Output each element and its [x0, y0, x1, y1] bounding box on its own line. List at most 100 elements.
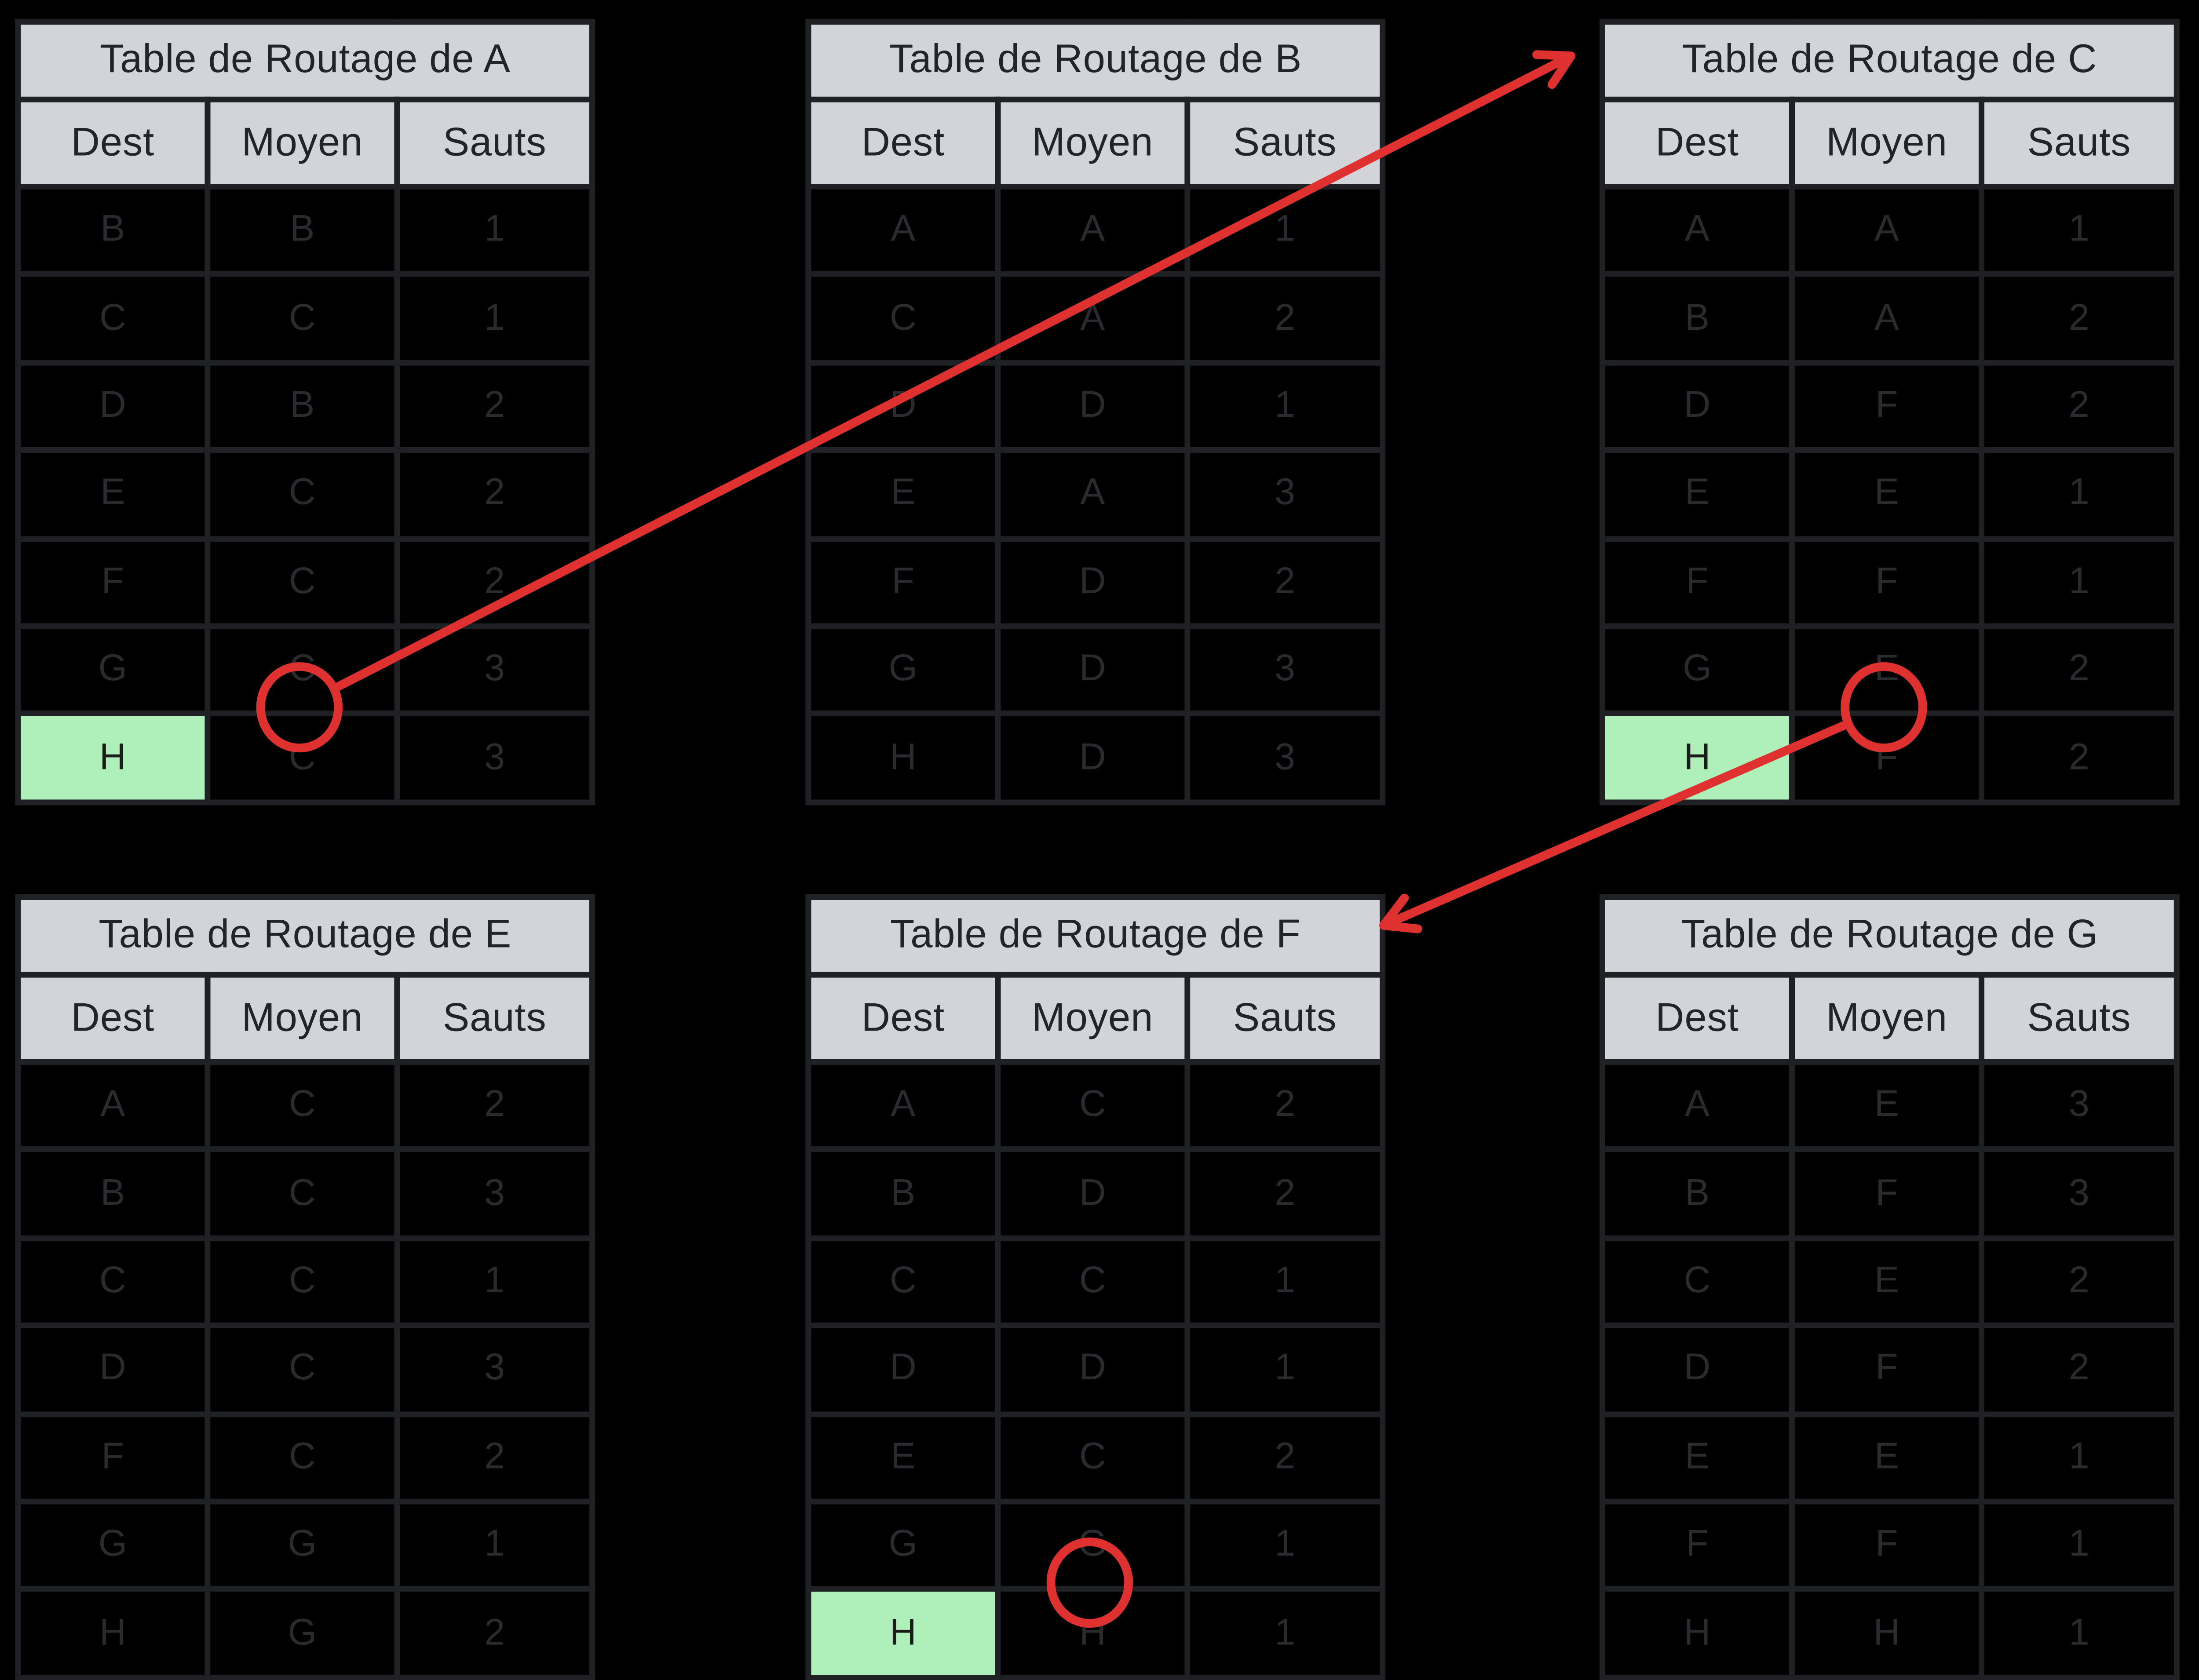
cell-C-E-moyen: E	[1789, 447, 1984, 541]
cell-F-E-dest: E	[805, 1410, 1001, 1505]
cell-G-D-sauts: 2	[1978, 1323, 2180, 1417]
cell-F-H-moyen: H	[995, 1586, 1191, 1680]
col-header-dest-C: Dest	[1600, 96, 1795, 190]
cell-C-G-sauts: 2	[1978, 623, 2180, 717]
cell-F-C-sauts: 1	[1184, 1235, 1386, 1329]
cell-A-G-sauts: 3	[394, 623, 595, 717]
cell-F-E-sauts: 2	[1184, 1410, 1386, 1505]
cell-A-D-moyen: B	[205, 359, 400, 453]
cell-E-H-sauts: 2	[394, 1586, 595, 1680]
cell-B-D-sauts: 1	[1184, 359, 1386, 453]
cell-E-D-moyen: C	[205, 1323, 400, 1417]
cell-C-G-moyen: E	[1789, 623, 1984, 717]
cell-E-H-moyen: G	[205, 1586, 400, 1680]
col-header-sauts-B: Sauts	[1184, 96, 1386, 190]
cell-G-D-dest: D	[1600, 1323, 1795, 1417]
cell-F-E-moyen: C	[995, 1410, 1191, 1505]
highlighted-cell-A-H-dest: H	[15, 711, 211, 805]
cell-B-A-moyen: A	[995, 183, 1191, 277]
cell-A-F-sauts: 2	[394, 535, 595, 629]
cell-F-D-moyen: D	[995, 1323, 1191, 1417]
col-header-moyen-B: Moyen	[995, 96, 1191, 190]
cell-C-H-sauts: 2	[1978, 711, 2180, 805]
cell-F-A-dest: A	[805, 1059, 1001, 1153]
cell-A-F-moyen: C	[205, 535, 400, 629]
cell-C-B-dest: B	[1600, 271, 1795, 365]
cell-C-A-sauts: 1	[1978, 183, 2180, 277]
cell-E-B-sauts: 3	[394, 1147, 595, 1241]
cell-F-G-moyen: G	[995, 1498, 1191, 1593]
cell-E-B-dest: B	[15, 1147, 211, 1241]
cell-B-G-dest: G	[805, 623, 1001, 717]
cell-B-E-sauts: 3	[1184, 447, 1386, 541]
cell-E-G-moyen: G	[205, 1498, 400, 1593]
col-header-sauts-F: Sauts	[1184, 972, 1386, 1065]
cell-C-D-moyen: F	[1789, 359, 1984, 453]
cell-C-G-dest: G	[1600, 623, 1795, 717]
cell-F-B-sauts: 2	[1184, 1147, 1386, 1241]
cell-G-F-moyen: F	[1789, 1498, 1984, 1593]
cell-B-F-dest: F	[805, 535, 1001, 629]
cell-F-C-moyen: C	[995, 1235, 1191, 1329]
cell-G-H-dest: H	[1600, 1586, 1795, 1680]
table-title-G: Table de Routage de G	[1600, 894, 2180, 978]
cell-A-E-sauts: 2	[394, 447, 595, 541]
cell-C-H-moyen: F	[1789, 711, 1984, 805]
cell-C-A-dest: A	[1600, 183, 1795, 277]
cell-B-C-dest: C	[805, 271, 1001, 365]
cell-B-F-sauts: 2	[1184, 535, 1386, 629]
cell-A-H-moyen: C	[205, 711, 400, 805]
cell-A-B-sauts: 1	[394, 183, 595, 277]
cell-F-A-sauts: 2	[1184, 1059, 1386, 1153]
cell-B-F-moyen: D	[995, 535, 1191, 629]
cell-E-C-dest: C	[15, 1235, 211, 1329]
cell-G-C-dest: C	[1600, 1235, 1795, 1329]
cell-A-C-sauts: 1	[394, 271, 595, 365]
cell-E-B-moyen: C	[205, 1147, 400, 1241]
col-header-dest-G: Dest	[1600, 972, 1795, 1065]
cell-F-D-dest: D	[805, 1323, 1001, 1417]
cell-C-D-dest: D	[1600, 359, 1795, 453]
cell-G-H-moyen: H	[1789, 1586, 1984, 1680]
cell-G-F-dest: F	[1600, 1498, 1795, 1593]
col-header-moyen-G: Moyen	[1789, 972, 1984, 1065]
cell-B-A-sauts: 1	[1184, 183, 1386, 277]
cell-G-H-sauts: 1	[1978, 1586, 2180, 1680]
cell-B-C-moyen: A	[995, 271, 1191, 365]
cell-G-F-sauts: 1	[1978, 1498, 2180, 1593]
cell-B-D-moyen: D	[995, 359, 1191, 453]
col-header-sauts-A: Sauts	[394, 96, 595, 190]
cell-E-A-sauts: 2	[394, 1059, 595, 1153]
cell-E-D-sauts: 3	[394, 1323, 595, 1417]
cell-C-A-moyen: A	[1789, 183, 1984, 277]
cell-C-B-sauts: 2	[1978, 271, 2180, 365]
cell-E-F-dest: F	[15, 1410, 211, 1505]
cell-E-C-moyen: C	[205, 1235, 400, 1329]
